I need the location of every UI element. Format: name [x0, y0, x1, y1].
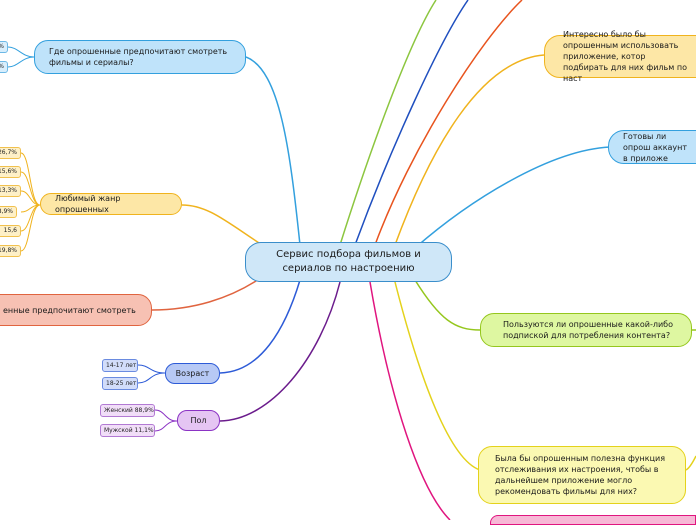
link-where-watch	[245, 56, 301, 246]
central-topic-label: Сервис подбора фильмов и сериалов по нас…	[276, 249, 421, 274]
link-bottom-magenta	[369, 281, 451, 520]
topic-age-label: Возраст	[175, 369, 210, 378]
leaf-age-1[interactable]: 14-17 лет	[102, 359, 138, 372]
link-top-red	[374, 0, 523, 246]
topic-gender[interactable]: Пол	[177, 410, 220, 431]
topic-prefer-watch[interactable]: енные предпочитают смотреть	[0, 294, 152, 326]
topic-ready-label: Готовы ли опрош аккаунт в приложе	[623, 131, 688, 163]
topic-interesting[interactable]: Интересно было бы опрошенным использоват…	[544, 30, 696, 83]
topic-bottom-magenta-edge[interactable]	[490, 515, 696, 525]
leaf-where-1[interactable]: %	[0, 41, 8, 53]
leaf-gender-1[interactable]: Женский 88,9%	[100, 404, 155, 417]
topic-gender-label: Пол	[190, 416, 207, 425]
leaf-genre-2[interactable]: 15,6%	[0, 166, 21, 178]
topic-genre-label: Любимый жанр опрошенных	[55, 194, 121, 214]
leaf-gender-2[interactable]: Мужской 11,1%	[100, 424, 155, 437]
leaf-genre-4[interactable]: 8,9%	[0, 206, 17, 218]
topic-interesting-label: Интересно было бы опрошенным использоват…	[563, 30, 687, 83]
topic-where-watch-label: Где опрошенные предпочитают смотреть фил…	[49, 47, 228, 67]
link-prefer	[151, 274, 266, 311]
topic-where-watch[interactable]: Где опрошенные предпочитают смотреть фил…	[34, 40, 246, 74]
topic-tracking-label: Была бы опрошенным полезна функция отсле…	[495, 454, 666, 496]
link-tracking	[394, 281, 481, 471]
leaf-genre-6[interactable]: 19,8%	[0, 245, 21, 257]
link-ready	[414, 146, 611, 249]
link-subscription	[414, 279, 481, 331]
leaf-age-2[interactable]: 18-25 лет	[102, 377, 138, 390]
topic-subscription-label: Пользуются ли опрошенные какой-либо подп…	[503, 320, 673, 340]
leaf-links-genre	[20, 152, 41, 252]
link-top-green	[339, 0, 437, 246]
topic-subscription[interactable]: Пользуются ли опрошенные какой-либо подп…	[480, 313, 692, 347]
central-topic[interactable]: Сервис подбора фильмов и сериалов по нас…	[245, 242, 452, 282]
leaf-genre-5[interactable]: 15,6	[0, 225, 21, 237]
leaf-genre-1[interactable]: 26,7%	[0, 147, 21, 159]
link-top-navy	[354, 0, 469, 246]
leaf-links-age	[137, 364, 166, 384]
leaf-genre-3[interactable]: 13,3%	[0, 185, 21, 197]
topic-genre[interactable]: Любимый жанр опрошенных	[40, 193, 182, 215]
leaf-links-gender	[154, 409, 178, 432]
link-gender	[219, 281, 341, 422]
topic-age[interactable]: Возраст	[165, 363, 220, 384]
topic-ready[interactable]: Готовы ли опрош аккаунт в приложе	[608, 130, 696, 164]
topic-prefer-watch-label: енные предпочитают смотреть	[3, 305, 136, 315]
leaf-where-2[interactable]: 6%	[0, 61, 8, 73]
topic-tracking[interactable]: Была бы опрошенным полезна функция отсле…	[478, 446, 686, 504]
right-edge-stub-tracking	[685, 455, 696, 471]
leaf-links-where	[7, 46, 35, 68]
link-age	[219, 279, 301, 374]
link-interesting	[394, 54, 545, 246]
